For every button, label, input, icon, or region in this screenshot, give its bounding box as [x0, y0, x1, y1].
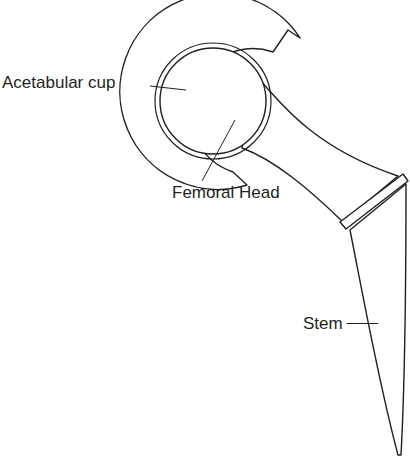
- femoral-head: [160, 48, 266, 154]
- part-label: Stem: [303, 315, 343, 332]
- acetabular-cup: [120, 0, 300, 189]
- part-label: Femoral Head: [172, 184, 280, 201]
- leader-line: [347, 323, 378, 324]
- leader-line: [202, 120, 235, 181]
- leader-line: [150, 86, 186, 90]
- part-label: Acetabular cup: [2, 74, 115, 91]
- stem: [350, 184, 406, 455]
- liner: [155, 43, 271, 159]
- taper-collar: [340, 174, 408, 229]
